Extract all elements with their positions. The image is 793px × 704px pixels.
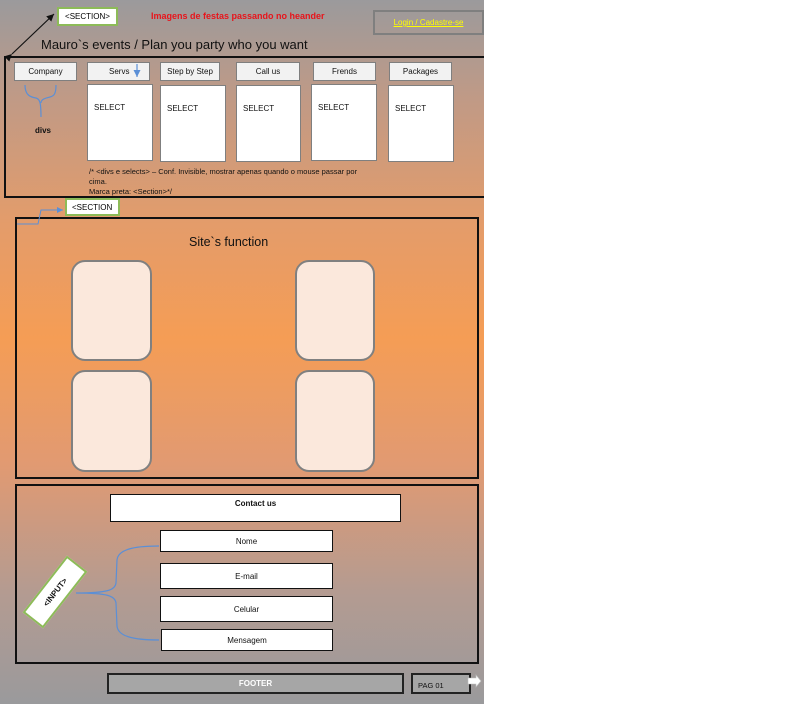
menu-servs-label: Servs	[109, 67, 130, 76]
select-box-step[interactable]: SELECT	[160, 85, 226, 162]
dev-note-line1: /* <divs e selects> – Conf. Invisible, m…	[89, 167, 358, 176]
message-field[interactable]: Mensagem	[161, 629, 333, 651]
menu-frends-button[interactable]: Frends	[313, 62, 376, 81]
menu-company-button[interactable]: Company	[14, 62, 77, 81]
input-brace-icon	[75, 545, 160, 641]
header-section-frame	[4, 56, 484, 198]
section-connector-arrow	[17, 207, 63, 225]
name-field[interactable]: Nome	[160, 530, 333, 552]
footer-label: FOOTER	[238, 679, 273, 688]
section-arrow	[4, 13, 55, 62]
email-field[interactable]: E-mail	[160, 563, 333, 589]
annotation-overlay	[4, 13, 482, 688]
phone-field-label: Celular	[233, 604, 260, 614]
divs-label: divs	[35, 126, 52, 135]
dev-note: /* <divs e selects> – Conf. Invisible, m…	[89, 167, 409, 197]
functions-title: Site`s function	[189, 235, 269, 249]
name-field-label: Nome	[235, 536, 258, 546]
function-card[interactable]	[295, 260, 375, 361]
menu-call-us-label: Call us	[255, 67, 281, 76]
select-box-call-us[interactable]: SELECT	[236, 85, 301, 162]
menu-step-by-step-button[interactable]: Step by Step	[160, 62, 220, 81]
menu-packages-button[interactable]: Packages	[389, 62, 452, 81]
contact-section-frame	[15, 484, 479, 664]
login-link[interactable]: Login / Cadastre-se	[393, 18, 464, 27]
login-box[interactable]: Login / Cadastre-se	[373, 10, 484, 35]
function-card[interactable]	[71, 260, 152, 361]
page-number: PAG 01	[418, 681, 444, 690]
select-box-servs[interactable]: SELECT	[87, 84, 153, 161]
section-tag-top: <SECTION>	[57, 7, 118, 26]
section-tag-functions: <SECTION	[65, 198, 120, 216]
contact-title: Contact us	[234, 499, 277, 508]
function-card[interactable]	[295, 370, 375, 472]
wireframe-canvas: <SECTION> Imagens de festas passando no …	[0, 0, 484, 704]
footer-box: FOOTER	[107, 673, 404, 694]
dev-note-line2: cima.	[89, 177, 107, 186]
menu-call-us-button[interactable]: Call us	[236, 62, 300, 81]
message-field-label: Mensagem	[227, 635, 267, 645]
menu-step-label: Step by Step	[167, 67, 213, 76]
page-arrow-icon	[467, 674, 482, 688]
menu-frends-label: Frends	[332, 67, 357, 76]
select-box-frends[interactable]: SELECT	[311, 84, 377, 161]
contact-title-box: Contact us	[110, 494, 401, 522]
page-title: Mauro`s events / Plan you party who you …	[41, 37, 308, 52]
menu-packages-label: Packages	[402, 67, 439, 76]
functions-section-frame	[15, 217, 479, 479]
hero-note: Imagens de festas passando no heander	[151, 11, 325, 21]
menu-company-label: Company	[28, 67, 63, 76]
select-box-packages[interactable]: SELECT	[388, 85, 454, 162]
email-field-label: E-mail	[235, 571, 258, 581]
brace-icon	[24, 84, 57, 118]
function-card[interactable]	[71, 370, 152, 472]
page-number-box: PAG 01	[411, 673, 471, 694]
dev-note-line3: Marca preta: <Section>*/	[89, 187, 172, 196]
phone-field[interactable]: Celular	[160, 596, 333, 622]
